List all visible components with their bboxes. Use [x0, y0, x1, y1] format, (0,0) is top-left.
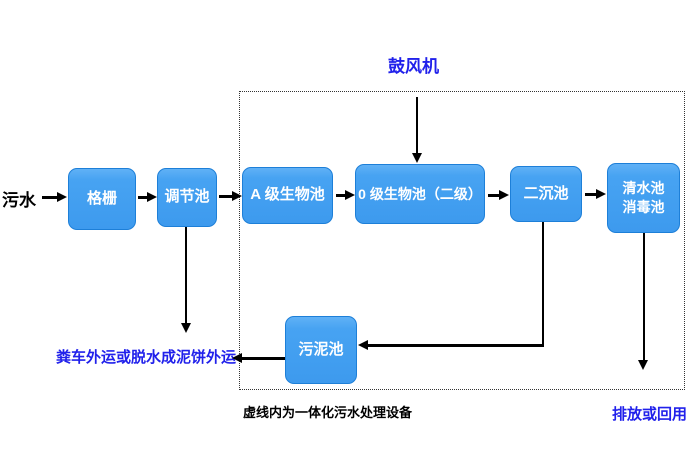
- influent-label: 污水: [2, 191, 36, 210]
- arrow-head-influent-to-grille: [57, 192, 67, 202]
- box-regulating-tank: 调节池: [157, 168, 217, 227]
- arrow-line-grille-to-regulating: [138, 196, 148, 199]
- arrow-head-regulating-to-abio: [232, 191, 242, 201]
- box-secondary-sedimentation-tank: 二沉池: [510, 166, 582, 222]
- arrow-line-sedimentation-to-clearwater: [585, 193, 597, 196]
- arrow-head-obio-to-sedimentation: [499, 190, 509, 200]
- arrow-head-sedimentation-to-clearwater: [596, 189, 606, 199]
- box-secondary-sedimentation-tank-label: 二沉池: [523, 184, 569, 202]
- box-clear-water-disinfection-tank-label: 清水池 消毒池: [623, 179, 665, 217]
- box-a-level-bio-tank: A 级生物池: [242, 167, 333, 224]
- arrow-head-abio-to-obio: [345, 190, 355, 200]
- arrow-head-blower-to-obio: [412, 153, 422, 163]
- box-grille-label: 格栅: [86, 189, 117, 207]
- arrow-head-grille-to-regulating: [147, 192, 157, 202]
- blower-label: 鼓风机: [388, 57, 439, 76]
- arrow-line-sludge-to-disposal: [242, 357, 285, 360]
- box-grille: 格栅: [68, 168, 136, 230]
- box-sludge-tank-label: 污泥池: [298, 340, 344, 358]
- arrow-line-influent-to-grille: [42, 196, 58, 199]
- arrow-head-sludge-to-disposal: [232, 353, 242, 363]
- box-sludge-tank: 污泥池: [285, 316, 357, 384]
- box-o-level-bio-tank-label: 0 级生物池（二级）: [358, 185, 482, 202]
- clear-water-tank-line1: 清水池: [622, 180, 665, 197]
- sludge-disposal-label: 粪车外运或脱水成泥饼外运: [56, 349, 237, 366]
- arrow-head-regulating-to-disposal: [181, 323, 191, 333]
- arrow-line-obio-to-sedimentation: [488, 194, 500, 197]
- box-regulating-tank-label: 调节池: [164, 188, 210, 206]
- arrow-line-abio-to-obio: [336, 194, 346, 197]
- discharge-reuse-label: 排放或回用: [612, 406, 688, 423]
- arrow-line-regulating-to-abio: [219, 195, 233, 198]
- box-clear-water-disinfection-tank: 清水池 消毒池: [607, 163, 680, 233]
- arrow-line-clearwater-to-discharge: [643, 233, 645, 360]
- integrated-equipment-dashed-boundary: [239, 91, 685, 390]
- box-o-level-bio-tank: 0 级生物池（二级）: [355, 164, 485, 224]
- arrow-line-blower-to-obio: [416, 97, 418, 153]
- arrow-line-sedimentation-down: [542, 222, 544, 345]
- box-a-level-bio-tank-label: A 级生物池: [250, 186, 325, 204]
- arrow-line-regulating-to-disposal: [185, 227, 187, 323]
- arrow-line-sedimentation-to-sludge: [368, 344, 544, 347]
- arrow-head-clearwater-to-discharge: [638, 360, 648, 370]
- arrow-head-sedimentation-to-sludge: [358, 340, 368, 350]
- dashed-boundary-caption: 虚线内为一体化污水处理设备: [243, 405, 413, 420]
- clear-water-tank-line2: 消毒池: [622, 199, 665, 215]
